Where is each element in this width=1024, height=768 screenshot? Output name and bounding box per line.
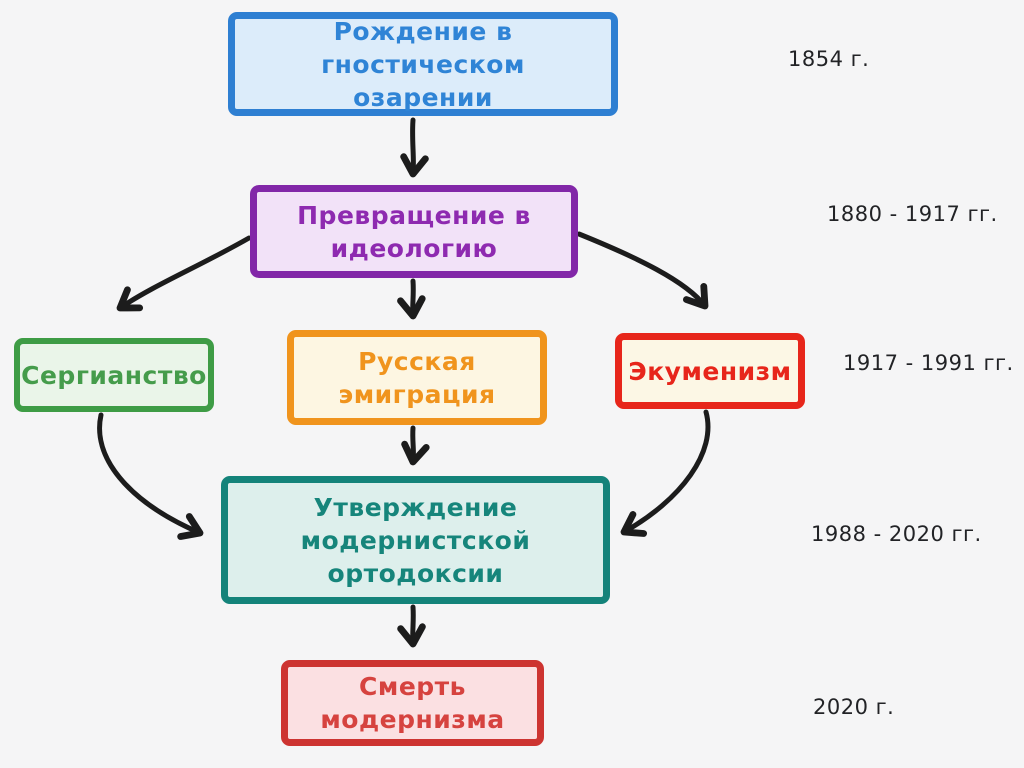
- edge-ideology-to-emigration: [397, 278, 426, 320]
- node-gnostic-birth: Рождение в гностическом озарении: [228, 12, 618, 116]
- node-sergianism: Сергианство: [14, 338, 214, 412]
- timeline-label-2020: 2020 г.: [813, 695, 895, 719]
- edge-ecumenism-to-orthodoxy: [620, 409, 711, 537]
- node-ecumenism: Экуменизм: [615, 333, 805, 409]
- edge-sergianism-to-orthodoxy: [97, 412, 204, 540]
- edge-orthodoxy-to-death: [397, 604, 426, 648]
- node-russian-emigration: Русская эмиграция: [287, 330, 547, 425]
- edge-ideology-to-sergianism: [116, 235, 252, 312]
- timeline-label-1988-2020: 1988 - 2020 гг.: [811, 522, 982, 546]
- timeline-label-1917-1991: 1917 - 1991 гг.: [843, 351, 1014, 375]
- node-modernist-orthodoxy: Утверждение модернистской ортодоксии: [221, 476, 610, 604]
- timeline-label-1880-1917: 1880 - 1917 гг.: [827, 202, 998, 226]
- edge-emigration-to-orthodoxy: [401, 425, 430, 466]
- node-ideology: Превращение в идеологию: [250, 185, 578, 278]
- node-death-of-modernism: Смерть модернизма: [281, 660, 544, 746]
- edge-ideology-to-ecumenism: [576, 231, 709, 310]
- edge-birth-to-ideology: [400, 117, 429, 178]
- timeline-label-1854: 1854 г.: [788, 47, 870, 71]
